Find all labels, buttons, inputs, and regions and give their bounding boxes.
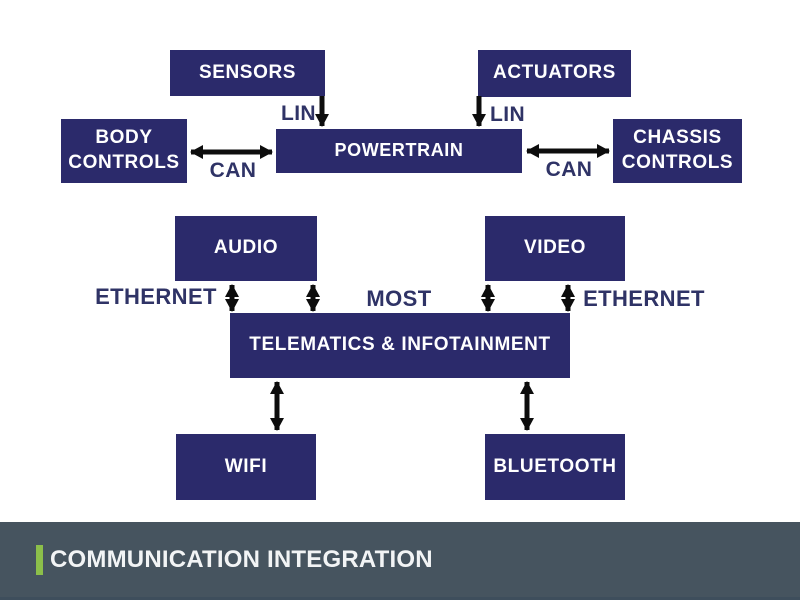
bus-label-can-right: CAN <box>545 158 593 181</box>
footer-bar: COMMUNICATION INTEGRATION <box>0 522 800 600</box>
node-powertrain: POWERTRAIN <box>276 129 522 173</box>
bus-label-can-left: CAN <box>209 159 257 182</box>
node-chassis-controls: CHASSIS CONTROLS <box>613 119 742 183</box>
bus-label-ethernet-right: ETHERNET <box>583 286 705 311</box>
bus-label-lin-left: LIN <box>280 102 316 125</box>
node-audio: AUDIO <box>175 216 317 281</box>
bus-label-lin-right: LIN <box>490 103 526 126</box>
bus-label-ethernet-left: ETHERNET <box>95 284 217 309</box>
bus-label-most: MOST <box>366 286 432 311</box>
node-video: VIDEO <box>485 216 625 281</box>
node-sensors: SENSORS <box>170 50 325 96</box>
node-actuators: ACTUATORS <box>478 50 631 97</box>
slide-title: COMMUNICATION INTEGRATION <box>50 546 433 573</box>
node-wifi: WIFI <box>176 434 316 500</box>
node-telematics-infotainment: TELEMATICS & INFOTAINMENT <box>230 313 570 378</box>
node-bluetooth: BLUETOOTH <box>485 434 625 500</box>
node-body-controls: BODY CONTROLS <box>61 119 187 183</box>
title-accent-bar <box>36 545 43 575</box>
